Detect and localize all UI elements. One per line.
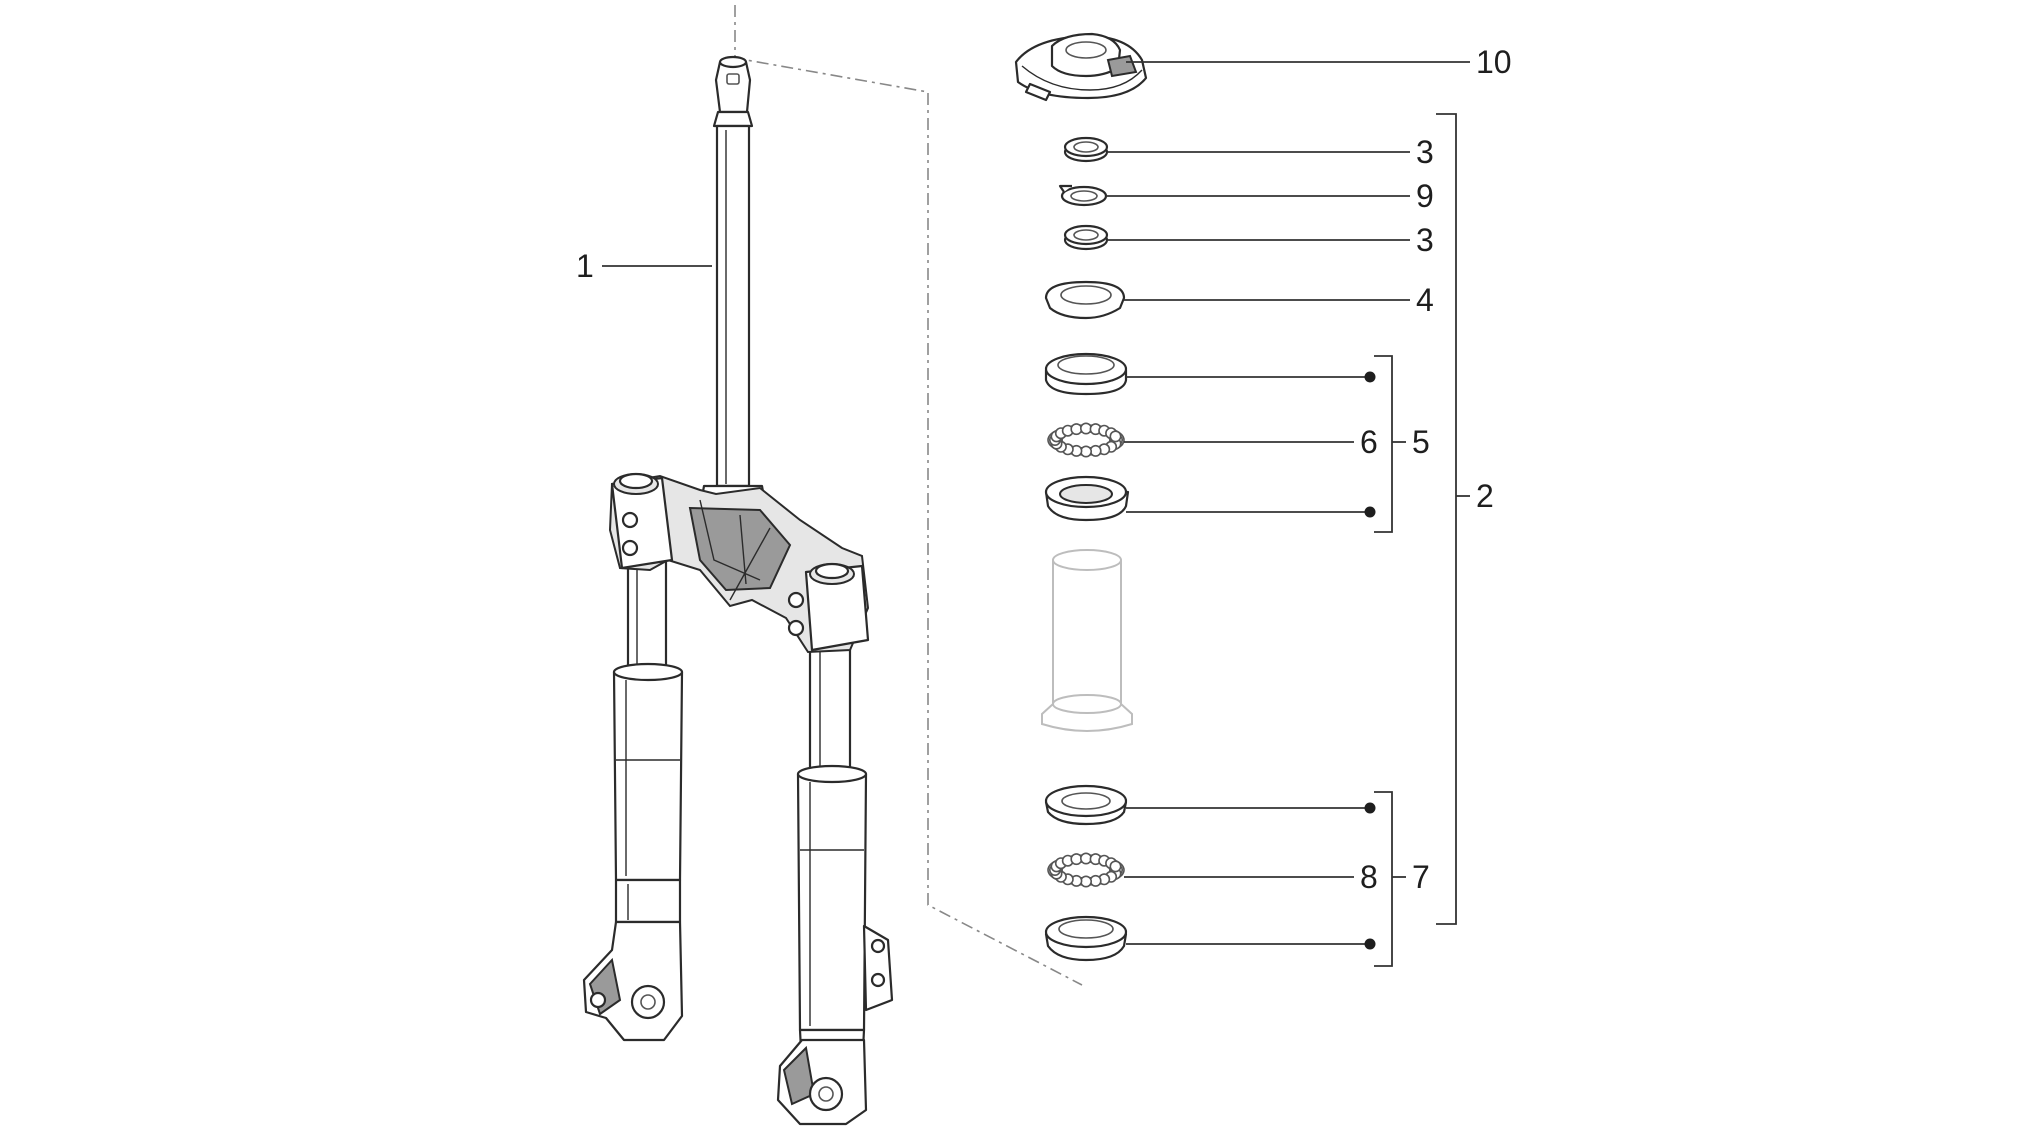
callout-upper-bearing-assembly: 5 <box>1412 424 1430 460</box>
callout-ring-nut-lower: 3 <box>1416 222 1434 258</box>
callout-lower-bearing-balls: 8 <box>1360 859 1378 895</box>
dot-lower-cup <box>1364 802 1376 814</box>
assembly-dash-line <box>734 5 1083 986</box>
callout-tab-washer: 9 <box>1416 178 1434 214</box>
dot-upper-race <box>1364 506 1376 518</box>
fork-assembly <box>582 55 894 1126</box>
dust-cover-part <box>1044 280 1126 320</box>
bearing-ball <box>1109 430 1122 443</box>
ring-nut-upper-part <box>1063 136 1109 163</box>
bearing-ball <box>1109 860 1122 873</box>
callout-top-cover: 10 <box>1476 44 1512 80</box>
dot-lower-race <box>1364 938 1376 950</box>
ring-nut-lower-part <box>1063 224 1109 251</box>
head-tube-sleeve-ghost <box>1041 549 1133 732</box>
bracket-upper-bearing <box>1374 355 1393 533</box>
tab-washer-part <box>1058 184 1108 207</box>
top-cover-part <box>1014 32 1148 102</box>
callout-labels: 1 10 3 9 3 4 6 5 2 8 7 <box>576 44 1512 895</box>
bracket-lower-bearing <box>1374 791 1393 967</box>
lower-bearing-balls-part <box>1047 852 1125 888</box>
dot-upper-cup <box>1364 371 1376 383</box>
upper-bearing-race-part <box>1044 475 1130 522</box>
callout-dust-cover: 4 <box>1416 282 1434 318</box>
callout-fork: 1 <box>576 248 594 284</box>
upper-bearing-balls-part <box>1047 422 1125 458</box>
callout-ring-nut-upper: 3 <box>1416 134 1434 170</box>
leader-lines <box>602 61 1470 967</box>
callout-lower-bearing-assembly: 7 <box>1412 859 1430 895</box>
upper-bearing-cup-part <box>1044 352 1128 396</box>
bracket-steering-kit <box>1436 113 1457 925</box>
callout-steering-kit: 2 <box>1476 478 1494 514</box>
callout-upper-bearing-balls: 6 <box>1360 424 1378 460</box>
lower-bearing-cup-part <box>1044 784 1128 826</box>
lower-bearing-race-part <box>1044 915 1128 962</box>
